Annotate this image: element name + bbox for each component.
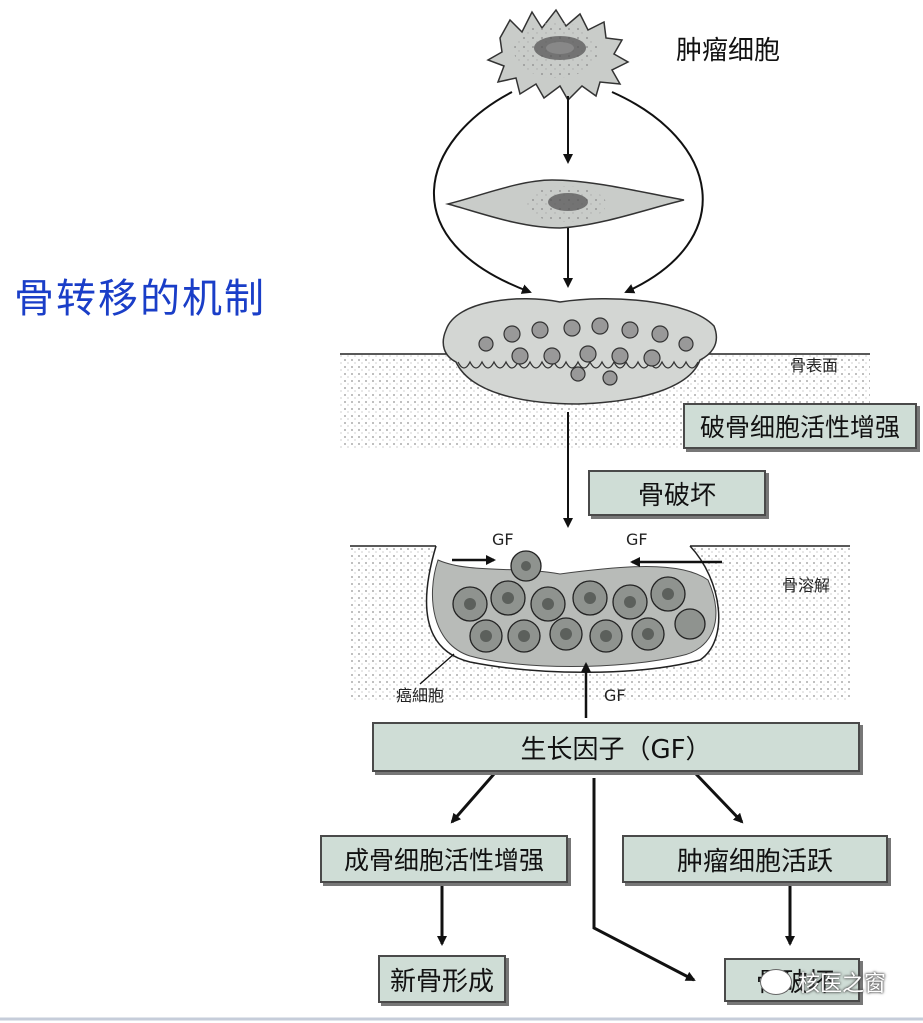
osteolysis-label: 骨溶解: [782, 576, 831, 595]
bone-destruction-box-2: 骨破坏: [724, 958, 860, 1002]
flow-arrows-bottom: [437, 772, 795, 982]
gf-arrows: [419, 555, 722, 718]
bone-destruction-box: 骨破坏: [588, 470, 766, 516]
wechat-icon: [760, 969, 792, 995]
tumor-active-box: 肿瘤细胞活跃: [622, 835, 888, 883]
gf-bottom-label: GF: [604, 686, 626, 705]
watermark: 核医之窗: [760, 966, 886, 998]
osteoclast-icon: [442, 298, 718, 405]
new-bone-box: 新骨形成: [378, 955, 506, 1003]
tumor-cluster-icon: [432, 550, 717, 667]
bone-lower: [350, 545, 850, 700]
growth-factor-box: 生长因子（GF）: [372, 722, 860, 772]
gf-right-label: GF: [626, 530, 648, 549]
tumor-cell-label: 肿瘤细胞: [676, 36, 781, 66]
bone-surface-label: 骨表面: [790, 356, 839, 375]
spindle-cell-icon: [445, 179, 685, 229]
watermark-text: 核医之窗: [798, 972, 887, 997]
gf-left-label: GF: [492, 530, 514, 549]
flow-arrows-top: [433, 91, 704, 294]
osteoclast-activity-box: 破骨细胞活性增强: [683, 403, 917, 449]
tumor-cell-icon: [486, 8, 630, 102]
osteoblast-activity-box: 成骨细胞活性增强: [320, 835, 568, 883]
cancer-cell-label: 癌細胞: [396, 686, 445, 705]
page-title: 骨转移的机制: [14, 276, 266, 322]
